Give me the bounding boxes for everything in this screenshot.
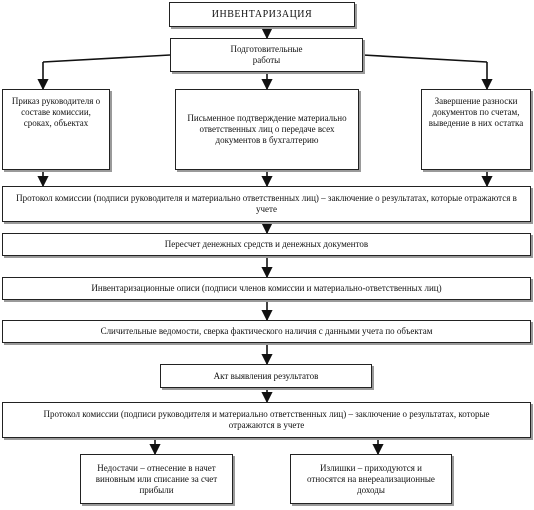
branch-line-left bbox=[42, 54, 171, 63]
collation-sheets-box: Сличительные ведомости, сверка фактическ… bbox=[2, 320, 531, 343]
shortages-box: Недостачи – отнесение в начет виновным и… bbox=[80, 454, 233, 504]
inventory-label: ИНВЕНТАРИЗАЦИЯ bbox=[211, 9, 313, 20]
prep-work-box: Подготовительные работы bbox=[170, 38, 363, 72]
branch-line-right bbox=[362, 54, 488, 63]
protocol-bottom-box: Протокол комиссии (подписи руководителя … bbox=[2, 402, 531, 438]
shortages-label: Недостачи – отнесение в начет виновным и… bbox=[95, 462, 218, 495]
order-label: Приказ руководителя о составе комиссии, … bbox=[11, 96, 101, 128]
results-act-box: Акт выявления результатов bbox=[160, 364, 372, 388]
surpluses-label: Излишки – приходуются и относятся на вне… bbox=[307, 462, 435, 495]
protocol-top-box: Протокол комиссии (подписи руководителя … bbox=[2, 186, 531, 222]
inventory-lists-box: Инвентаризационные описи (подписи членов… bbox=[2, 277, 531, 300]
results-act-label: Акт выявления результатов bbox=[213, 370, 319, 381]
completion-posting-label: Завершение разноски документов по счетам… bbox=[428, 96, 524, 128]
written-confirmation-box: Письменное подтверждение материально отв… bbox=[175, 89, 359, 170]
surpluses-box: Излишки – приходуются и относятся на вне… bbox=[290, 454, 452, 504]
inventory-box: ИНВЕНТАРИЗАЦИЯ bbox=[169, 2, 355, 27]
collation-sheets-label: Сличительные ведомости, сверка фактическ… bbox=[100, 326, 433, 336]
cash-recount-box: Пересчет денежных средств и денежных док… bbox=[2, 233, 531, 256]
protocol-top-label: Протокол комиссии (подписи руководителя … bbox=[16, 193, 517, 214]
written-confirmation-label: Письменное подтверждение материально отв… bbox=[187, 113, 347, 145]
inventory-lists-label: Инвентаризационные описи (подписи членов… bbox=[91, 283, 442, 293]
order-box: Приказ руководителя о составе комиссии, … bbox=[2, 89, 110, 170]
protocol-bottom-label: Протокол комиссии (подписи руководителя … bbox=[43, 409, 490, 430]
completion-posting-box: Завершение разноски документов по счетам… bbox=[421, 89, 531, 170]
prep-work-label: Подготовительные работы bbox=[230, 44, 303, 65]
cash-recount-label: Пересчет денежных средств и денежных док… bbox=[164, 239, 369, 249]
